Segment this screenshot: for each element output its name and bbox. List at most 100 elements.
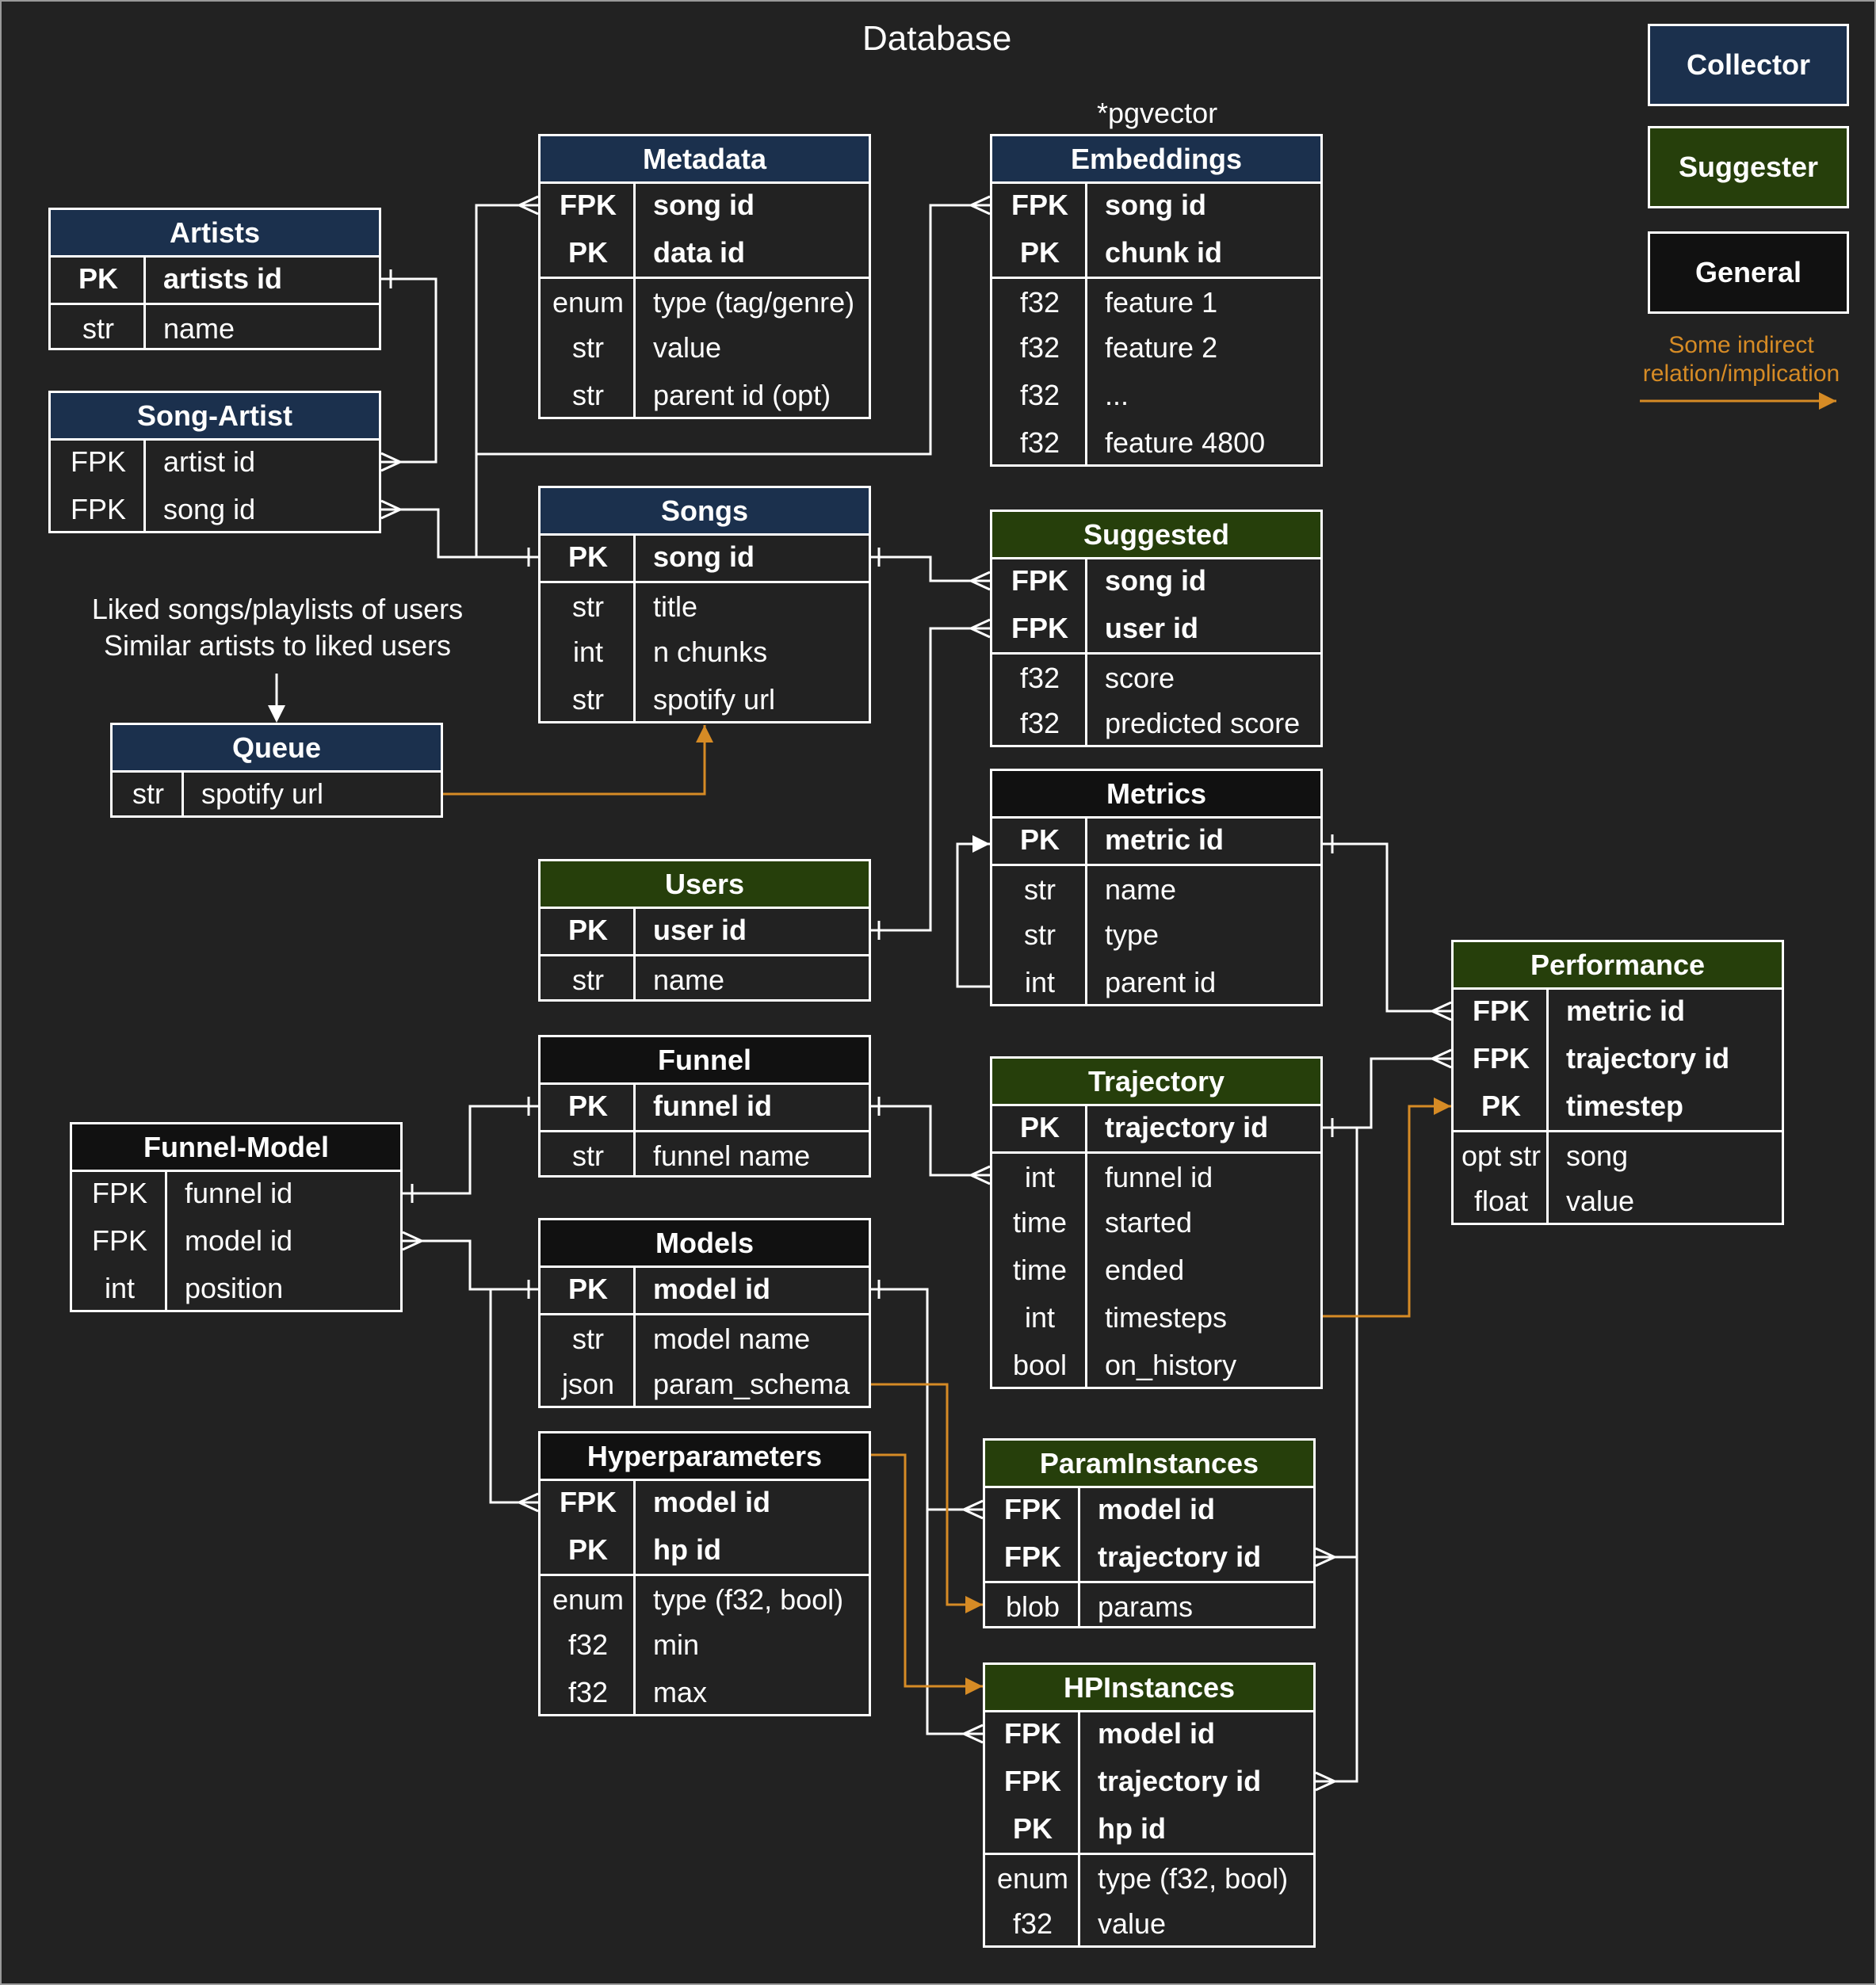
diagram-title: Database [862, 19, 1012, 58]
field-name: model id [653, 1486, 771, 1518]
indirect-models-paraminstances [871, 1383, 983, 1606]
field-key: PK [1019, 236, 1060, 269]
field-name: funnel id [185, 1177, 293, 1209]
field-name: value [1566, 1185, 1635, 1217]
field-name: value [653, 331, 722, 364]
field-key: PK [1019, 1111, 1060, 1143]
table-row: float value [1454, 1178, 1782, 1225]
field-key: str [572, 683, 604, 716]
column-divider [633, 909, 636, 999]
field-name: name [1105, 873, 1177, 906]
crowsfoot-marker [1431, 1001, 1452, 1021]
field-name: type (f32, bool) [1098, 1862, 1289, 1895]
rel-users-suggested [871, 627, 990, 932]
table-header: HPInstances [985, 1665, 1313, 1712]
field-name: trajectory id [1105, 1111, 1269, 1143]
field-name: artist id [163, 445, 256, 478]
field-key: float [1473, 1185, 1529, 1217]
field-name: metric id [1105, 823, 1225, 856]
legend-indirect-note: Some indirect relation/implication [1634, 331, 1848, 388]
field-name: title [653, 590, 698, 623]
table-header: Trajectory [992, 1059, 1320, 1106]
field-key: FPK [70, 493, 126, 525]
field-name: feature 2 [1105, 331, 1218, 364]
table-header: Funnel [541, 1037, 869, 1085]
arrowhead-marker [965, 1596, 983, 1613]
field-name: feature 4800 [1105, 426, 1266, 459]
field-name: value [1098, 1907, 1167, 1940]
field-key: enum [552, 286, 625, 319]
field-name: type (f32, bool) [653, 1583, 844, 1616]
field-name: position [185, 1272, 284, 1304]
field-key: f32 [1019, 331, 1060, 364]
table-row: FPK funnel id [72, 1170, 400, 1217]
column-divider [1078, 1488, 1080, 1626]
field-key: FPK [1011, 564, 1068, 597]
liked-note-line1: Liked songs/playlists of users [91, 593, 464, 625]
table-row: enum type (f32, bool) [541, 1574, 869, 1624]
field-key: FPK [1473, 994, 1530, 1027]
field-key: PK [567, 1533, 608, 1566]
field-key: FPK [1004, 1765, 1061, 1797]
field-name: funnel id [1105, 1161, 1213, 1193]
field-name: model id [1098, 1493, 1216, 1525]
crowsfoot-marker [1315, 1547, 1335, 1567]
table-header: Songs [541, 488, 869, 536]
rel-metrics-performance [1323, 842, 1451, 1013]
table-row: f32 feature 2 [992, 324, 1320, 372]
crowsfoot-marker [1315, 1771, 1335, 1792]
field-key: str [572, 331, 604, 364]
field-name: parent id [1105, 966, 1217, 998]
field-key: FPK [1004, 1717, 1061, 1750]
field-key: PK [1481, 1090, 1521, 1122]
field-key: str [1024, 873, 1056, 906]
column-divider [1078, 1712, 1080, 1945]
crowsfoot-marker [518, 1492, 539, 1513]
field-key: str [572, 379, 604, 411]
field-key: enum [552, 1583, 625, 1616]
column-divider [633, 1481, 636, 1714]
table-row: FPK metric id [1454, 987, 1782, 1035]
field-key: PK [567, 1273, 608, 1305]
arrowhead-marker [965, 1678, 983, 1695]
field-key: str [572, 964, 604, 996]
field-name: params [1098, 1590, 1194, 1623]
field-key: FPK [91, 1224, 147, 1257]
field-key: FPK [70, 445, 126, 478]
field-name: feature 1 [1105, 286, 1218, 319]
field-name: metric id [1566, 994, 1686, 1027]
rel-models-hyperparameters [489, 1289, 538, 1504]
rel-metrics-self [956, 842, 990, 988]
field-name: min [653, 1628, 700, 1661]
arrowhead-marker [268, 705, 285, 723]
field-key: FPK [91, 1177, 147, 1209]
